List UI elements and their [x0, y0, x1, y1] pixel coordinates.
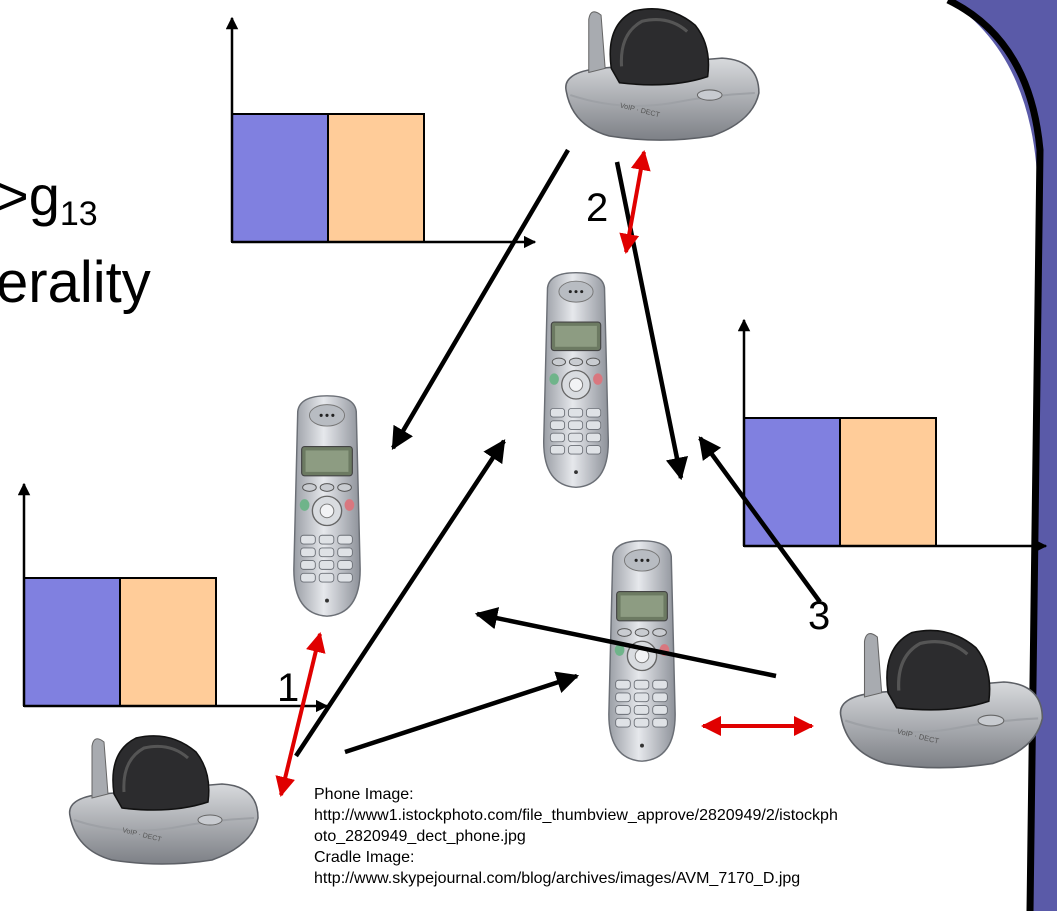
power-chart-top: [225, 16, 537, 249]
arrow-cradle-left-to-handset-center: [294, 439, 506, 758]
cradle-top-image: [564, 7, 761, 142]
red-arrow-link-1: [275, 632, 326, 797]
chart-0-bar-1: [327, 113, 425, 243]
credit-phone-title: Phone Image:: [314, 786, 414, 803]
power-chart-right: [737, 318, 1048, 553]
chart-1-bar-1: [839, 417, 937, 547]
slide-text-line1: >g13: [0, 168, 98, 233]
slide-text-line1-subscript: 13: [59, 195, 98, 233]
link-label-3: 3: [808, 594, 831, 638]
chart-2-bar-1: [119, 577, 217, 707]
chart-1-bar-0: [743, 417, 841, 547]
arrow-cradle-top-to-handset-bottom: [614, 161, 689, 481]
cradle-left-image: [68, 734, 260, 866]
chart-0-bar-0: [231, 113, 329, 243]
slide-text-line2: erality: [0, 250, 151, 315]
arrow-cradle-right-to-handset-left: [474, 607, 777, 679]
red-arrow-link-2: [619, 150, 651, 254]
link-label-2: 2: [586, 186, 609, 230]
handset-center-image: [542, 271, 610, 489]
credit-phone-url-line1[interactable]: http://www1.istockphoto.com/file_thumbvi…: [314, 807, 838, 824]
arrow-cradle-right-to-handset-center: [698, 436, 822, 604]
power-chart-left: [17, 482, 329, 713]
cradle-right-image: [838, 628, 1044, 770]
link-label-1: 1: [277, 666, 300, 710]
credit-cradle-url[interactable]: http://www.skypejournal.com/blog/archive…: [314, 870, 801, 887]
credit-cradle-title: Cradle Image:: [314, 849, 415, 866]
credit-phone-url-line2[interactable]: oto_2820949_dect_phone.jpg: [314, 828, 526, 845]
slide-text-line1-main: >g: [0, 164, 60, 227]
arrow-cradle-left-to-handset-bottom: [344, 671, 580, 755]
image-credits: Phone Image: http://www1.istockphoto.com…: [314, 784, 1014, 889]
chart-2-bar-0: [23, 577, 121, 707]
arrow-cradle-top-to-handset-left: [391, 148, 570, 450]
handset-left-image: [293, 395, 361, 617]
